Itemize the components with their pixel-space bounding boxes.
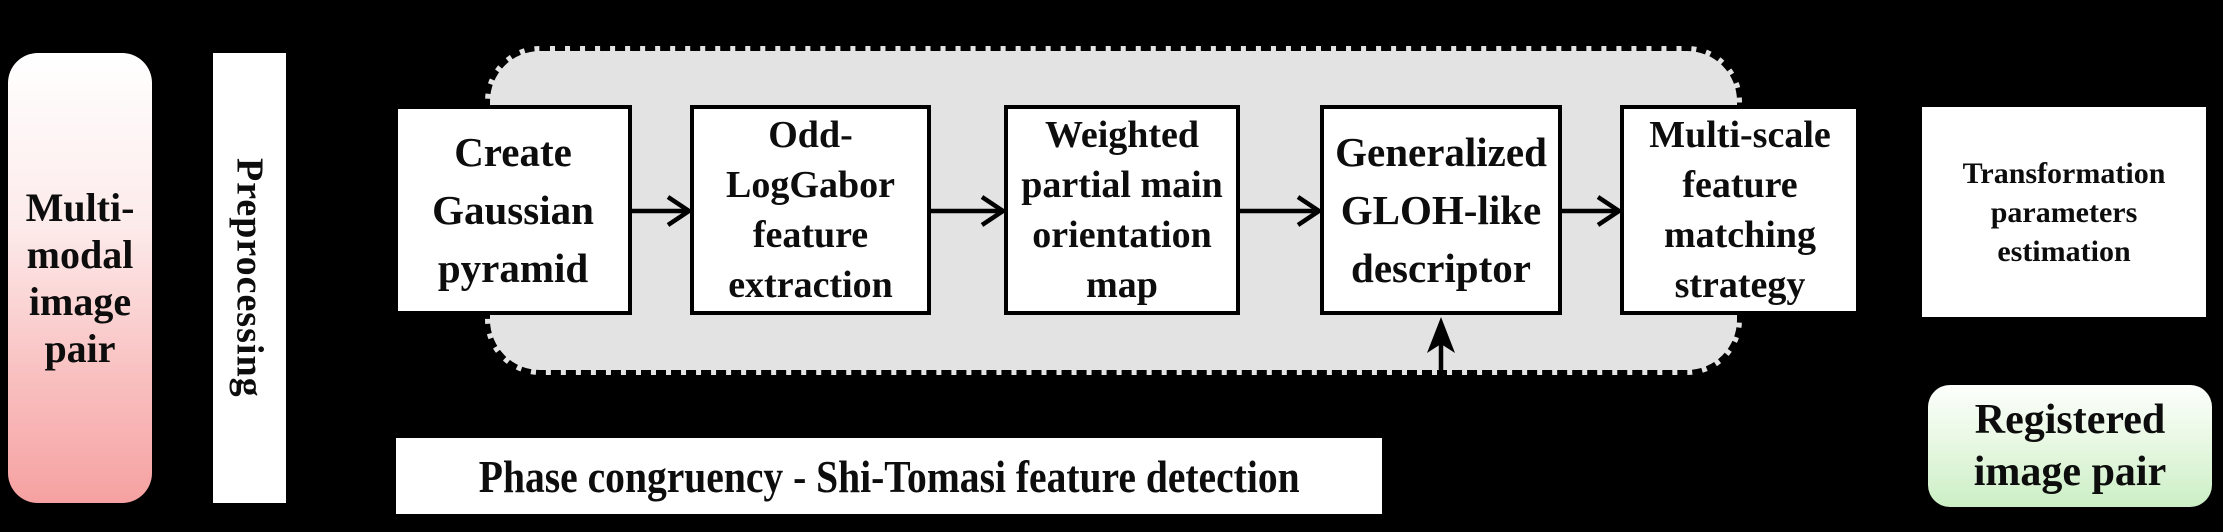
step-multi-scale-feature-matching-strategy-label: Multi-scale feature matching strategy — [1649, 114, 1831, 306]
multimodal-image-pair-node: Multi- modal image pair — [8, 53, 152, 503]
preprocessing-label: Preprocessing — [228, 158, 271, 398]
registered-image-pair-node: Registered image pair — [1928, 385, 2212, 507]
step-generalized-gloh-like-descriptor: Generalized GLOH-like descriptor — [1320, 105, 1562, 315]
registered-image-pair-label: Registered image pair — [1973, 397, 2167, 495]
step-create-gaussian-pyramid-label: Create Gaussian pyramid — [432, 129, 594, 291]
step-generalized-gloh-like-descriptor-label: Generalized GLOH-like descriptor — [1335, 129, 1547, 291]
step-weighted-partial-main-orientation-map-label: Weighted partial main orientation map — [1021, 114, 1223, 306]
multimodal-image-pair-label: Multi- modal image pair — [25, 185, 135, 371]
transformation-parameters-label: Transformation parameters estimation — [1962, 156, 2166, 268]
phase-congruency-detection-node: Phase congruency - Shi-Tomasi feature de… — [396, 438, 1382, 514]
step-odd-loggabor-feature-extraction: Odd- LogGabor feature extraction — [690, 105, 931, 315]
step-odd-loggabor-feature-extraction-label: Odd- LogGabor feature extraction — [726, 114, 895, 306]
step-create-gaussian-pyramid: Create Gaussian pyramid — [394, 105, 632, 315]
preprocessing-node: Preprocessing — [213, 53, 286, 503]
phase-congruency-detection-label: Phase congruency - Shi-Tomasi feature de… — [478, 450, 1300, 502]
step-weighted-partial-main-orientation-map: Weighted partial main orientation map — [1004, 105, 1240, 315]
transformation-parameters-node: Transformation parameters estimation — [1922, 107, 2206, 317]
step-multi-scale-feature-matching-strategy: Multi-scale feature matching strategy — [1620, 105, 1860, 315]
